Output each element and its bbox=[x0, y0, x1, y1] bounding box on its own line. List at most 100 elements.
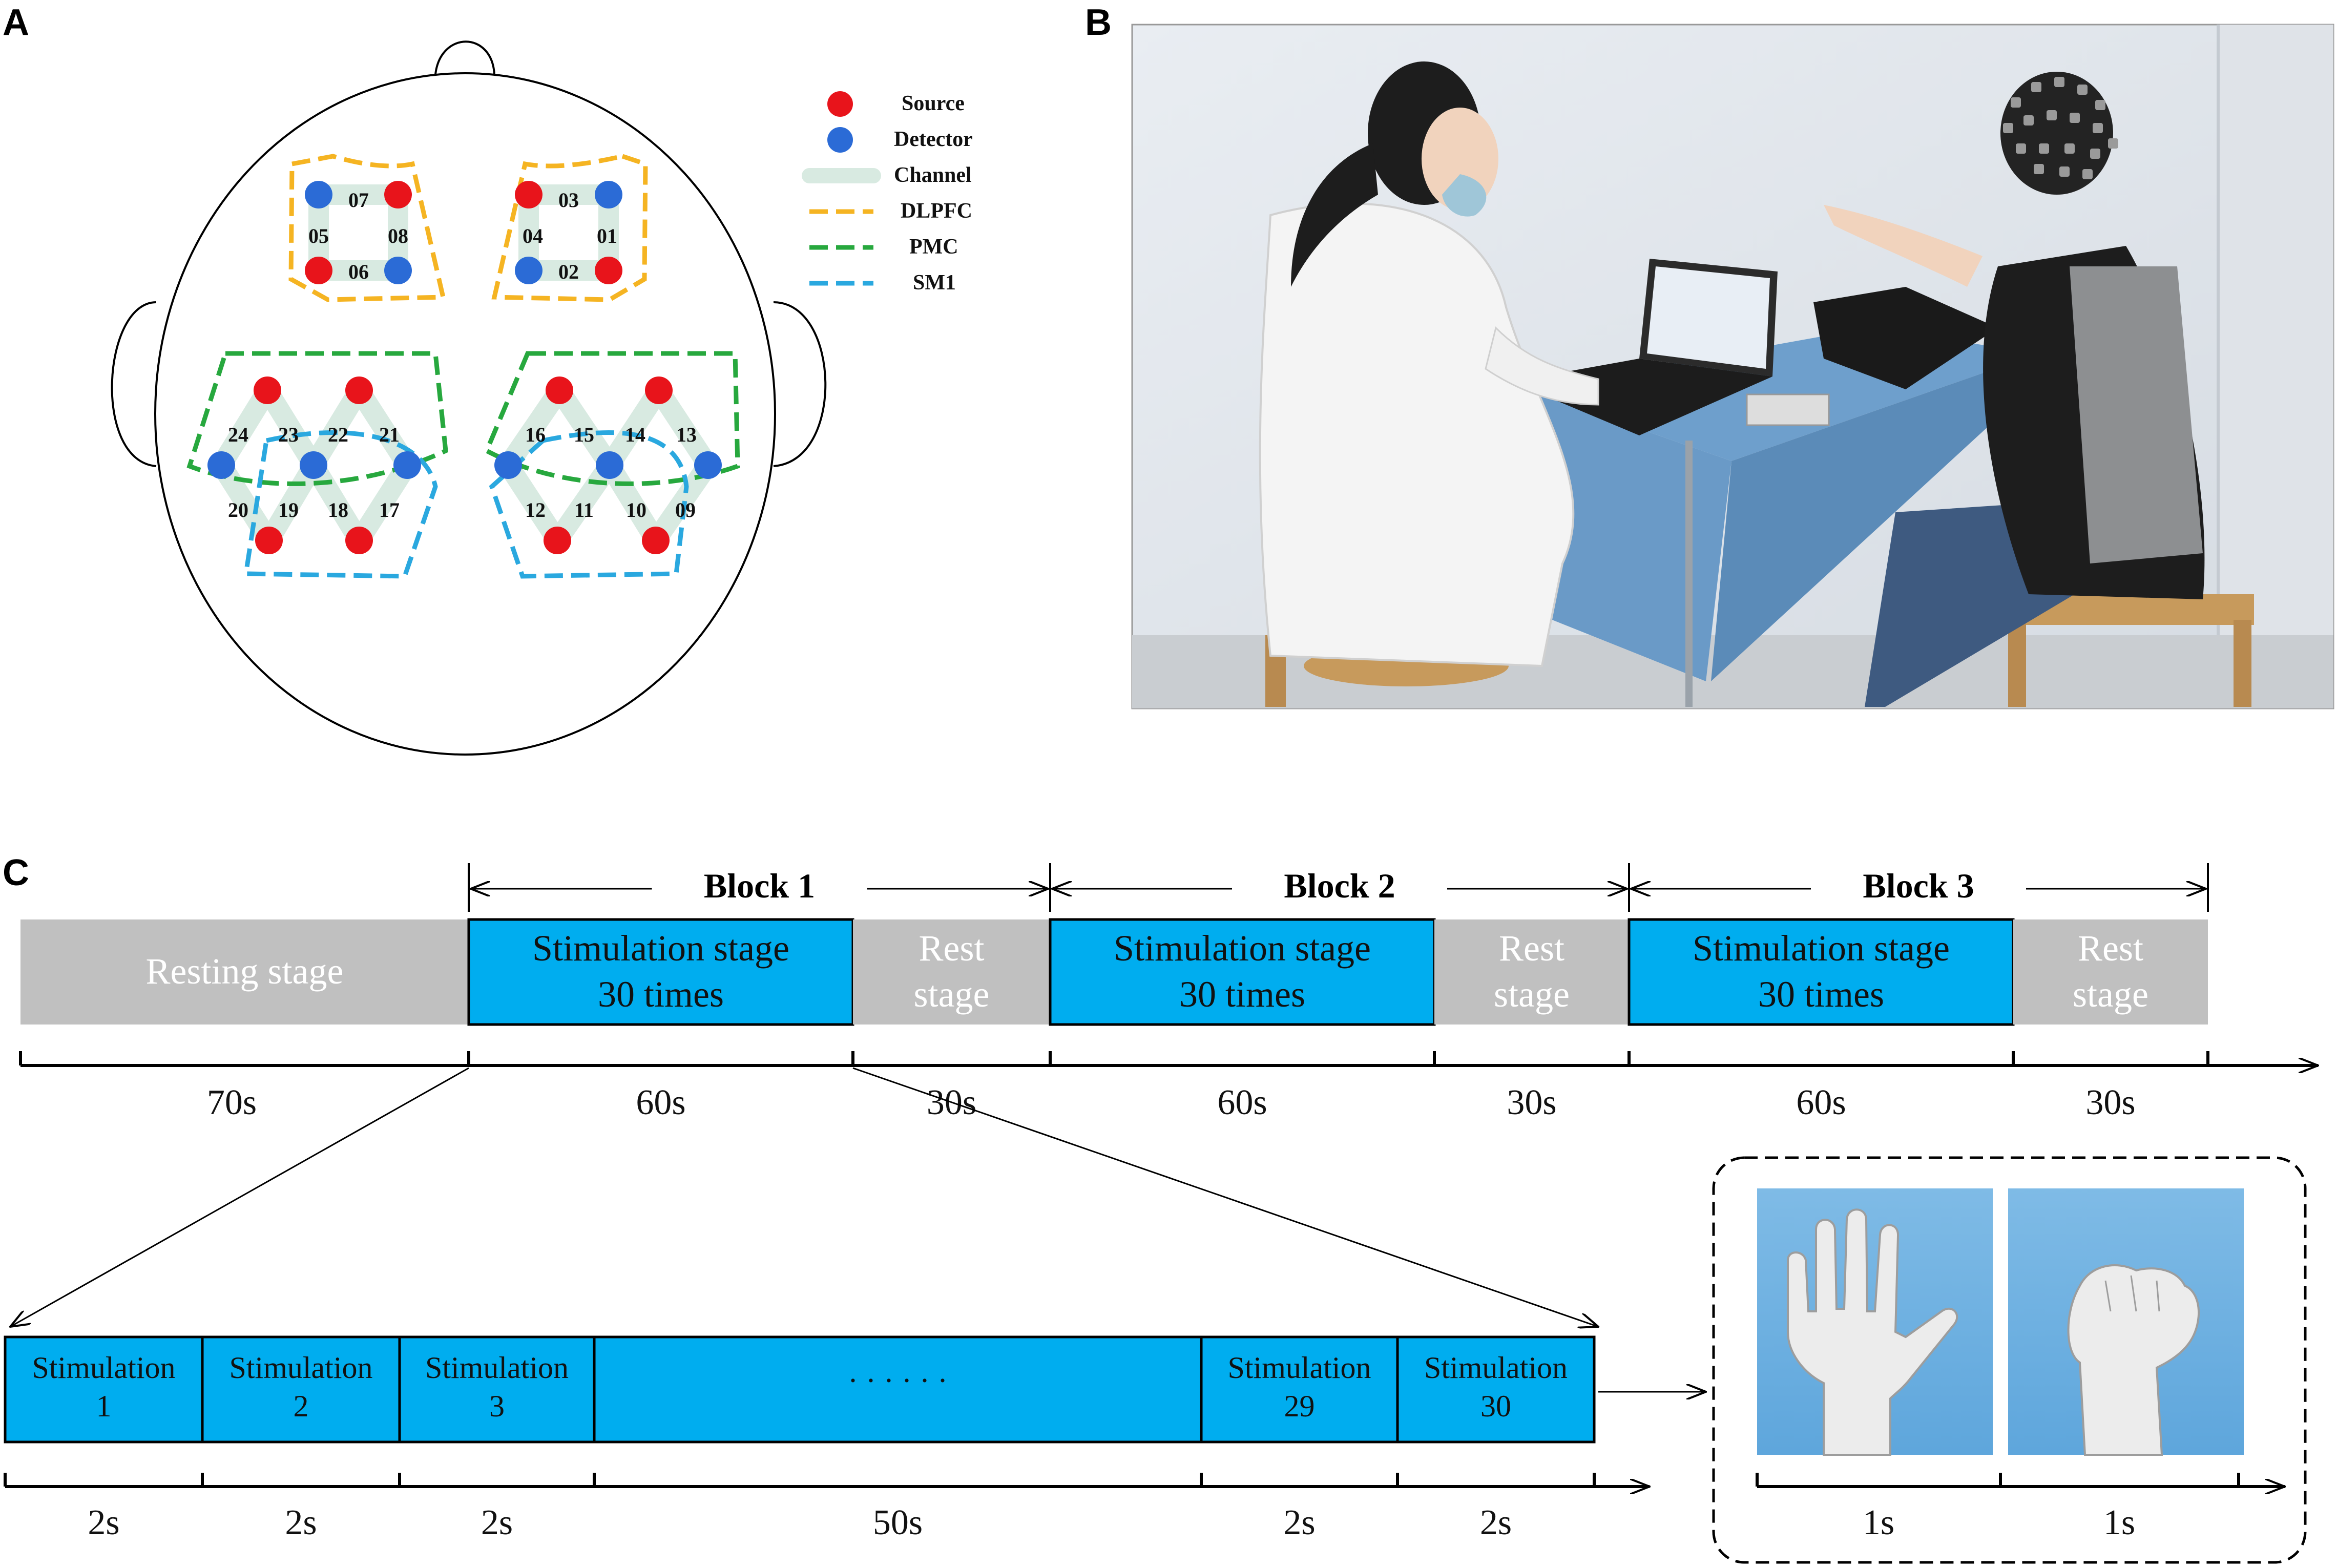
rest-stage-label-line2: stage bbox=[1494, 974, 1570, 1015]
source-optode bbox=[645, 377, 673, 404]
block-label: Block 1 bbox=[704, 866, 815, 905]
rest-stage-box bbox=[2013, 919, 2208, 1025]
channel-label: 20 bbox=[228, 498, 248, 521]
detector-optode bbox=[393, 451, 421, 479]
stimulation-detail-bar: Stimulation 1 Stimulation 2 Stimulation 3 · · … bbox=[4, 1335, 1596, 1444]
stage-duration-label: 30s bbox=[1507, 1083, 1556, 1122]
hand-box-frame bbox=[1712, 1156, 2307, 1564]
channel-band bbox=[599, 380, 669, 475]
channel-label: 12 bbox=[525, 498, 546, 521]
stage-duration-label: 60s bbox=[636, 1083, 685, 1122]
channel-label: 16 bbox=[525, 423, 546, 446]
legend-detector-dot bbox=[827, 127, 853, 153]
channel-label: 14 bbox=[625, 423, 645, 446]
open-hand-photo bbox=[1757, 1188, 1993, 1456]
ellipsis-label: · · · · · · bbox=[848, 1364, 948, 1397]
stimulation-count-label: 30 times bbox=[598, 974, 724, 1015]
legend-detector: Detector bbox=[894, 128, 973, 151]
channel-label: 02 bbox=[558, 260, 579, 283]
stage-duration-label: 30s bbox=[2085, 1083, 2135, 1122]
stimulation-number: 2 bbox=[294, 1389, 309, 1423]
stimulation-stage-label: Stimulation stage bbox=[1693, 928, 1950, 969]
fist-hand-photo bbox=[2008, 1188, 2244, 1456]
source-optode bbox=[255, 527, 283, 554]
stimulation-number: 30 bbox=[1480, 1389, 1511, 1423]
channel-label: 05 bbox=[308, 224, 329, 247]
channel-band bbox=[649, 380, 718, 475]
source-optode bbox=[254, 377, 281, 404]
stimulation-word: Stimulation bbox=[1227, 1351, 1371, 1385]
stage-duration-label: 60s bbox=[1217, 1083, 1267, 1122]
source-optode bbox=[345, 377, 373, 404]
optodes bbox=[207, 181, 722, 554]
stimulation-stage-box bbox=[467, 918, 854, 1026]
source-optode bbox=[544, 527, 571, 554]
sm1-region-outline bbox=[489, 430, 689, 579]
panel-label-b: B bbox=[1085, 2, 1112, 43]
stimulation-cell bbox=[1396, 1335, 1596, 1444]
channel-label: 10 bbox=[626, 498, 646, 521]
stimulation-ellipsis-cell bbox=[593, 1335, 1203, 1444]
legend-channel: Channel bbox=[894, 163, 972, 187]
channel-band bbox=[349, 380, 418, 475]
channel-band bbox=[498, 455, 568, 551]
channel-band bbox=[349, 455, 418, 551]
block-label: Block 2 bbox=[1284, 866, 1395, 905]
source-optode bbox=[515, 181, 542, 208]
stimulation-stage-label: Stimulation stage bbox=[532, 928, 789, 969]
channel-label: 19 bbox=[278, 498, 299, 521]
stimulation-count-label: 30 times bbox=[1179, 974, 1305, 1015]
hand-duration-label: 1s bbox=[1863, 1503, 1894, 1542]
sm1-region-outline bbox=[243, 430, 438, 579]
source-optode bbox=[384, 181, 412, 208]
stimulation-word: Stimulation bbox=[229, 1351, 372, 1385]
stimulation-stage-label: Stimulation stage bbox=[1114, 928, 1371, 969]
hand-duration-label: 1s bbox=[2103, 1503, 2135, 1542]
channel-label: 23 bbox=[278, 423, 299, 446]
rest-stage-box bbox=[853, 919, 1050, 1025]
stimulation-number: 29 bbox=[1284, 1389, 1315, 1423]
rest-stage-label-line2: stage bbox=[914, 974, 990, 1015]
channel-label: 01 bbox=[597, 224, 617, 247]
stimulation-number: 1 bbox=[96, 1389, 112, 1423]
channel-label: 24 bbox=[228, 423, 248, 446]
channel-label: 13 bbox=[676, 423, 697, 446]
detector-optode bbox=[595, 181, 622, 208]
channel-band bbox=[257, 380, 324, 475]
channel-band bbox=[211, 455, 279, 551]
detector-optode bbox=[207, 451, 235, 479]
source-optode bbox=[305, 257, 332, 284]
channel-label: 11 bbox=[574, 498, 594, 521]
channel-label: 15 bbox=[574, 423, 594, 446]
stimulation-cell bbox=[201, 1335, 401, 1444]
main-time-axis: 70s60s30s60s30s60s30s bbox=[19, 1051, 2318, 1122]
channel-label: 08 bbox=[388, 224, 408, 247]
legend: Source Detector Channel DLPFC PMC SM1 bbox=[802, 91, 973, 295]
legend-dlpfc: DLPFC bbox=[901, 199, 972, 223]
stimulation-duration-label: 2s bbox=[1283, 1503, 1315, 1542]
dlpfc-region-outline bbox=[288, 154, 446, 302]
channel-label: 06 bbox=[348, 260, 369, 283]
source-optode bbox=[345, 527, 373, 554]
experiment-photo bbox=[1131, 24, 2334, 709]
detector-optode bbox=[305, 181, 332, 208]
rest-stage-label-line2: stage bbox=[2073, 974, 2148, 1015]
stimulation-number: 3 bbox=[489, 1389, 505, 1423]
channel-label: 03 bbox=[558, 189, 579, 212]
stimulation-word: Stimulation bbox=[1424, 1351, 1568, 1385]
stimulation-word: Stimulation bbox=[425, 1351, 569, 1385]
legend-pmc: PMC bbox=[909, 235, 958, 259]
montage-diagram: 0102030405060708091011121314151617181920… bbox=[111, 40, 973, 756]
detector-optode bbox=[515, 257, 542, 284]
channel-band bbox=[547, 455, 620, 551]
detector-optode bbox=[300, 451, 327, 479]
stage-duration-label: 70s bbox=[207, 1083, 257, 1122]
channel-band bbox=[498, 380, 570, 475]
stimulation-duration-label: 2s bbox=[1480, 1503, 1512, 1542]
stimulation-word: Stimulation bbox=[32, 1351, 175, 1385]
source-optode bbox=[642, 527, 670, 554]
